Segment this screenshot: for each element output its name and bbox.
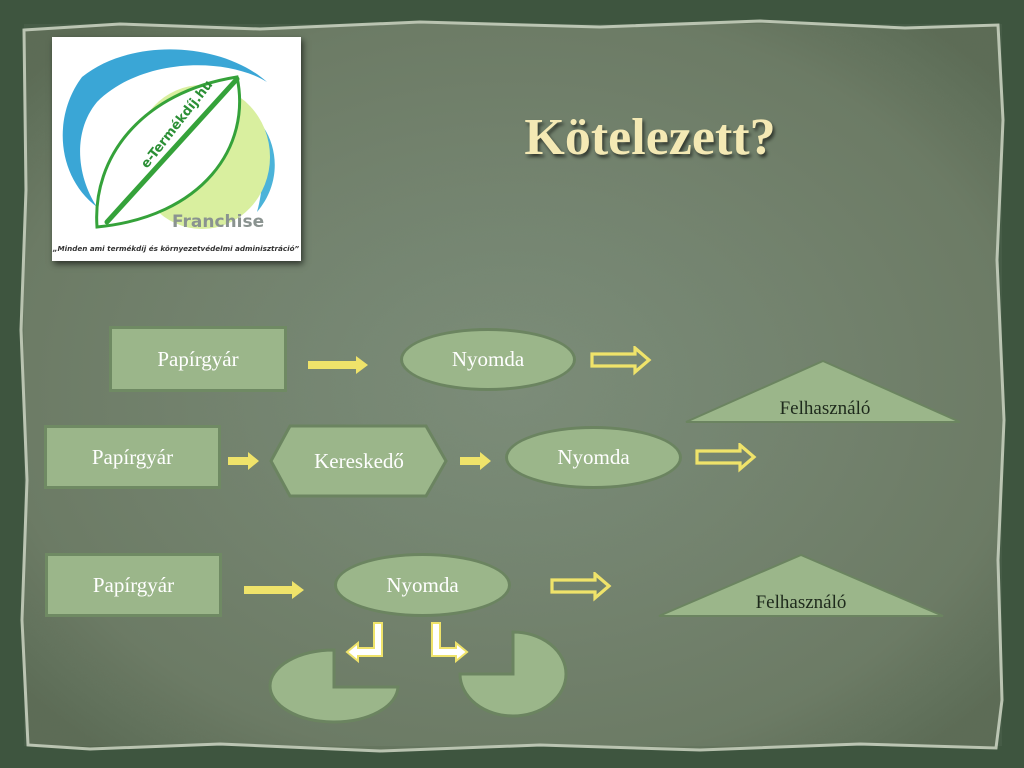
row3-felhasznalo-label: Felhasználó	[756, 592, 847, 613]
slide-title: Kötelezett?	[524, 109, 776, 166]
row1-nyomda-oval: Nyomda	[400, 328, 576, 391]
bent-arrow-right-icon	[431, 622, 469, 664]
row2-kereskedo-label: Kereskedő	[314, 449, 404, 473]
row3-arrow-1-icon	[244, 581, 304, 599]
leaf-logo-icon: e-Termékdíj.hu Franchise „Minden ami ter…	[52, 49, 300, 253]
company-logo: e-Termékdíj.hu Franchise „Minden ami ter…	[52, 37, 301, 261]
row2-papirgyar-box: Papírgyár	[44, 425, 221, 489]
row3-nyomda-oval: Nyomda	[334, 553, 511, 617]
row2-nyomda-oval: Nyomda	[505, 426, 682, 489]
row2-double-arrow-icon	[695, 443, 757, 473]
logo-tagline-text: „Minden ami termékdíj és környezetvédelm…	[52, 244, 300, 253]
row2-arrow-2-icon	[460, 452, 491, 470]
bent-arrow-left-icon	[345, 622, 383, 664]
row2-arrow-1-icon	[228, 452, 259, 470]
logo-franchise-text: Franchise	[172, 212, 264, 232]
row1-felhasznalo-label: Felhasználó	[780, 398, 871, 419]
left-pie-shape	[268, 648, 400, 724]
row1-felhasznalo-triangle: Felhasználó	[685, 359, 961, 423]
row3-felhasznalo-triangle: Felhasználó	[658, 553, 944, 617]
row3-papirgyar-box: Papírgyár	[45, 553, 222, 617]
row1-double-arrow-icon	[590, 346, 652, 376]
row3-double-arrow-icon	[550, 572, 612, 602]
row1-arrow-1-icon	[308, 356, 368, 374]
right-pie-shape	[458, 630, 568, 718]
row1-papirgyar-box: Papírgyár	[109, 326, 287, 392]
row2-kereskedo-hexagon: Kereskedő	[269, 424, 448, 498]
